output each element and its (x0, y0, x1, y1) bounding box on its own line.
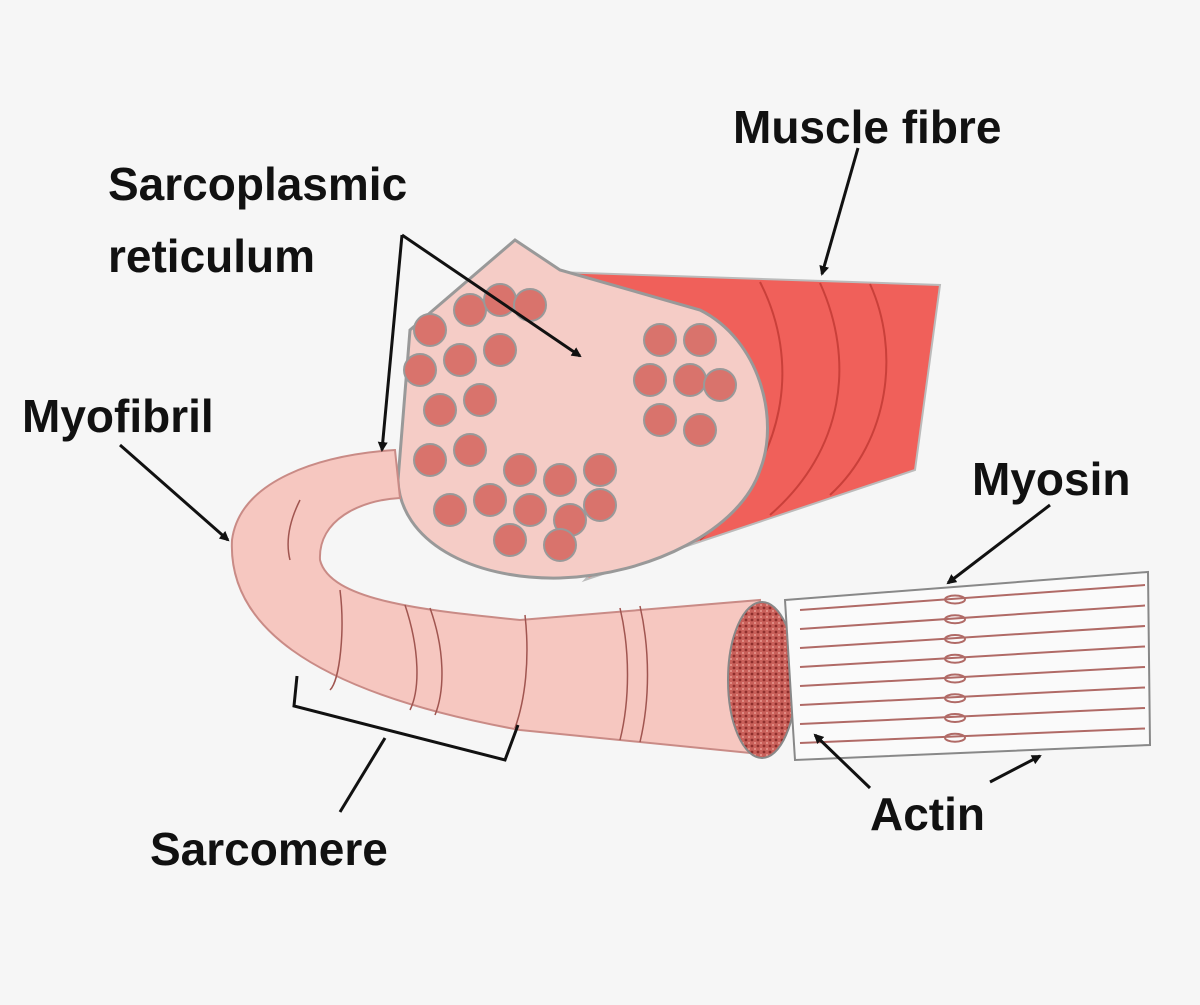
fibril-dot (453, 433, 487, 467)
fibril-dot (493, 523, 527, 557)
label-muscle-fibre: Muscle fibre (733, 101, 1001, 153)
fibril-dot (483, 333, 517, 367)
fibril-dot (413, 443, 447, 477)
label-sarcomere: Sarcomere (150, 823, 388, 875)
myosin-head (944, 614, 966, 625)
fibril-dot (453, 293, 487, 327)
fibril-dot (433, 493, 467, 527)
myosin-head (944, 594, 966, 605)
fibril-dot (643, 323, 677, 357)
filament-line (799, 707, 1146, 725)
fibril-dot (543, 528, 577, 562)
fibril-dot (543, 463, 577, 497)
myosin-head (944, 732, 966, 743)
fibril-dot (463, 383, 497, 417)
filament-line (799, 584, 1146, 611)
fibril-dot (513, 493, 547, 527)
label-actin: Actin (870, 788, 985, 840)
myosin-head (944, 713, 966, 723)
label-myosin: Myosin (972, 453, 1130, 505)
myosin-head (944, 634, 966, 644)
fibril-dot (703, 368, 737, 402)
actin-myosin-filaments (799, 584, 1146, 744)
filament-line (799, 604, 1146, 630)
filament-line (799, 625, 1146, 649)
label-reticulum: reticulum (108, 230, 315, 282)
fibril-dot (673, 363, 707, 397)
myofibril-tube (230, 448, 772, 757)
filament-line (799, 645, 1146, 668)
fibril-dot (683, 413, 717, 447)
fibril-dot (423, 393, 457, 427)
myosin-head (944, 673, 966, 684)
fibril-dot (413, 313, 447, 347)
fibril-dot (503, 453, 537, 487)
filament-bundle (783, 570, 1152, 762)
pointer-lines (119, 147, 1051, 813)
fibril-dot (473, 483, 507, 517)
fibril-dot (683, 323, 717, 357)
label-myofibril: Myofibril (22, 390, 214, 442)
myosin-head (944, 653, 966, 664)
myosin-head (944, 693, 966, 704)
tube-bands (287, 499, 649, 743)
fibril-dot (443, 343, 477, 377)
fibril-dot (643, 403, 677, 437)
filament-line (799, 727, 1146, 744)
filament-line (799, 666, 1146, 687)
fibril-dot (633, 363, 667, 397)
filament-line (799, 686, 1146, 706)
myofibril-cross-sections (403, 283, 737, 562)
fibril-dot (583, 488, 617, 522)
fibril-dot (583, 453, 617, 487)
label-sarcoplasmic: Sarcoplasmic (108, 158, 407, 210)
fibril-dot (403, 353, 437, 387)
